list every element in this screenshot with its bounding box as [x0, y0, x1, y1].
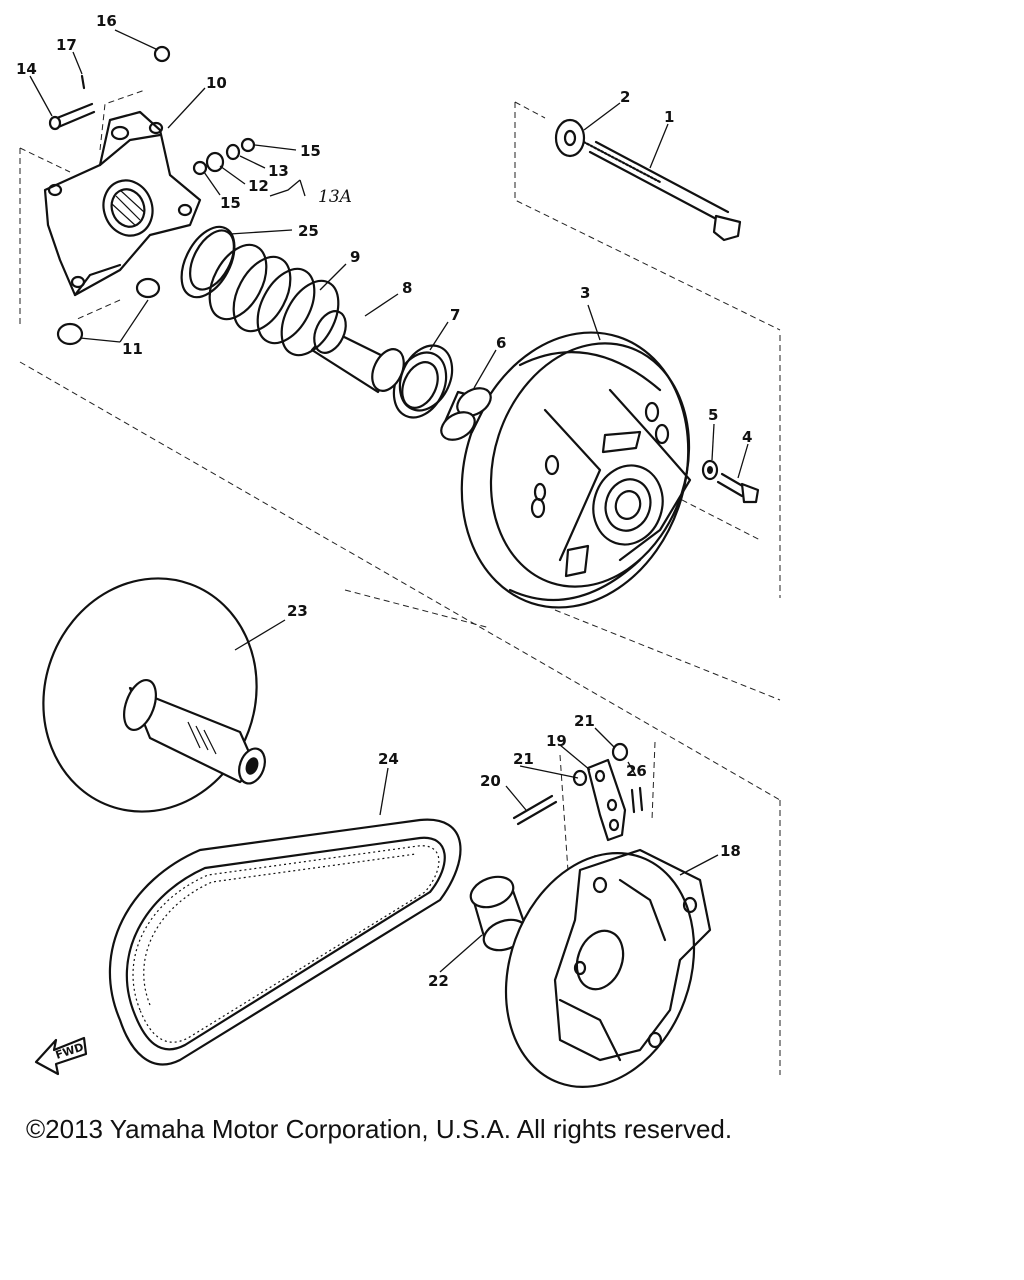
callout-17: 17	[56, 36, 77, 54]
part-3-sheave	[460, 331, 692, 609]
callout-labels: 16 17 14 10 15 13 12 15 13A 25 9 8 7 6 3…	[16, 12, 752, 990]
leader-lines	[29, 29, 749, 973]
part-25-ring	[180, 225, 236, 299]
callout-5: 5	[708, 406, 718, 424]
callout-11: 11	[122, 340, 143, 358]
part-18-movable-sheave	[504, 848, 712, 1088]
callout-1: 1	[664, 108, 674, 126]
copyright-notice: ©2013 Yamaha Motor Corporation, U.S.A. A…	[26, 1114, 733, 1144]
callout-19: 19	[546, 732, 567, 750]
callout-16: 16	[96, 12, 117, 30]
part-15-washers	[192, 137, 256, 176]
callout-23: 23	[287, 602, 308, 620]
part-4-bolt	[716, 472, 760, 504]
callout-3: 3	[580, 284, 590, 302]
callout-15-top: 15	[300, 142, 321, 160]
callout-2: 2	[620, 88, 630, 106]
callout-12: 12	[248, 177, 269, 195]
part-1-bolt	[578, 138, 742, 242]
callout-22: 22	[428, 972, 449, 990]
callout-14: 14	[16, 60, 37, 78]
exploded-parts-diagram: FWD	[16, 12, 781, 1088]
part-26-pin	[630, 786, 644, 814]
part-6-bushing	[440, 387, 492, 441]
callout-13: 13	[268, 162, 289, 180]
callout-4: 4	[742, 428, 752, 446]
callout-13a: 13A	[318, 187, 352, 207]
part-5-washer	[701, 459, 719, 481]
part-8-sleeve	[310, 310, 405, 394]
callout-18: 18	[720, 842, 741, 860]
part-20-pin	[512, 794, 558, 826]
callout-9: 9	[350, 248, 360, 266]
callout-10: 10	[206, 74, 227, 92]
part-9-spring	[208, 243, 340, 357]
callout-6: 6	[496, 334, 506, 352]
part-21-washers	[572, 742, 629, 787]
part-23-fixed-sheave	[42, 577, 266, 813]
fwd-arrow-icon: FWD	[34, 1036, 88, 1076]
part-12-roller	[205, 151, 225, 173]
part-2-washer	[554, 118, 586, 158]
part-13-bushing	[225, 143, 241, 161]
callout-8: 8	[402, 279, 412, 297]
assembly-guide-lines	[19, 89, 781, 1075]
callout-21-right: 21	[574, 712, 595, 730]
part-24-belt	[108, 818, 462, 1066]
callout-15-bottom: 15	[220, 194, 241, 212]
part-11-caps	[56, 277, 161, 346]
callout-20: 20	[480, 772, 501, 790]
part-19-weight-arm	[586, 758, 627, 842]
part-14-pin	[48, 102, 96, 131]
callout-21-left: 21	[513, 750, 534, 768]
callout-7: 7	[450, 306, 460, 324]
part-16-nut	[153, 45, 171, 63]
part-10-spider	[43, 110, 202, 297]
callout-24: 24	[378, 750, 399, 768]
callout-25: 25	[298, 222, 319, 240]
callout-26: 26	[626, 762, 647, 780]
part-17-clip	[80, 74, 86, 90]
